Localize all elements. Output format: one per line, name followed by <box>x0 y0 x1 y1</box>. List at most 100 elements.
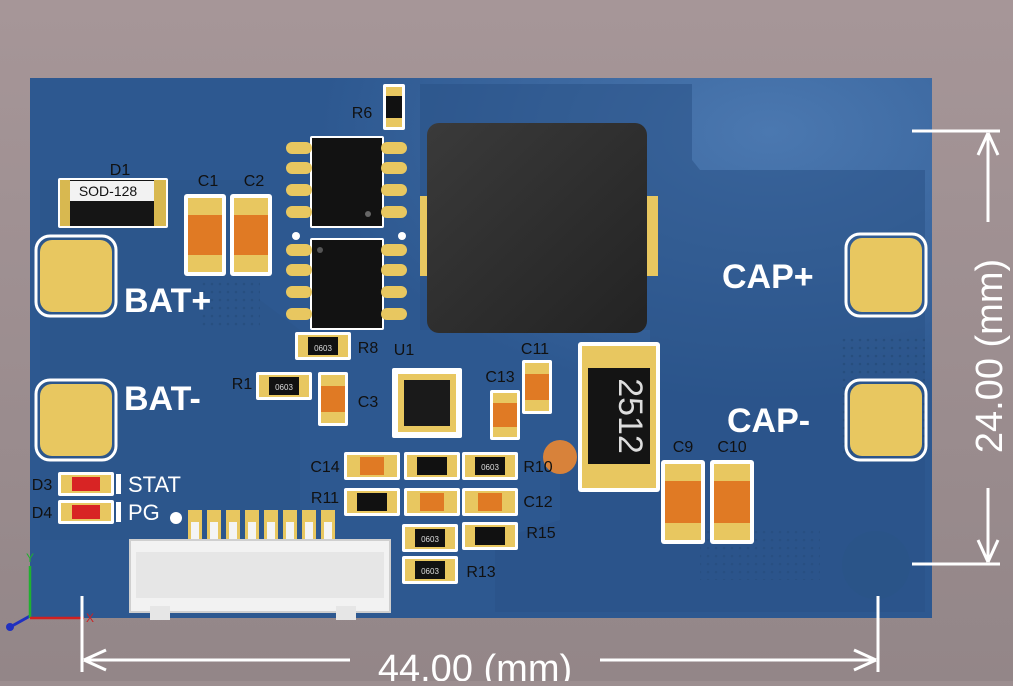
connector-pins <box>188 510 335 544</box>
ic-pin <box>286 162 312 174</box>
d3-label: D3 <box>32 477 53 494</box>
ic-pin <box>286 286 312 298</box>
c13-label: C13 <box>485 369 514 386</box>
c10-capacitor <box>710 460 754 544</box>
bat-plus-pad <box>34 234 118 318</box>
d1-package-label: SOD-128 <box>79 183 138 199</box>
ic-pin <box>381 206 407 218</box>
c11-label: C11 <box>521 341 549 358</box>
c3-label: C3 <box>358 394 379 411</box>
connector-pin <box>248 522 256 544</box>
c11-capacitor <box>522 360 552 414</box>
c12-capacitor <box>462 488 518 516</box>
resistor-0603 <box>404 452 460 480</box>
r15-resistor <box>462 522 518 550</box>
d4-led <box>58 500 114 524</box>
d4-label: D4 <box>32 505 53 522</box>
ic-pin <box>381 308 407 320</box>
c1-label: C1 <box>198 173 219 190</box>
stat-label: STAT <box>128 472 181 497</box>
c9-label: C9 <box>673 439 694 456</box>
resistor-marking: 0603 <box>421 535 439 544</box>
test-point <box>543 440 577 474</box>
mosfet-ic-upper <box>310 136 384 228</box>
y-axis-label: Y <box>26 551 34 565</box>
cap-plus-label: CAP+ <box>722 258 814 296</box>
cap-minus-pad <box>844 378 928 462</box>
r1-label: R1 <box>232 376 253 393</box>
connector-pin <box>286 522 294 544</box>
r15-label: R15 <box>526 525 555 542</box>
ic-pin <box>381 286 407 298</box>
bat-minus-label: BAT- <box>124 380 201 418</box>
c9-capacitor <box>661 460 705 544</box>
r10-label: R10 <box>523 459 552 476</box>
r11-label: R11 <box>311 490 339 507</box>
bat-plus-label: BAT+ <box>124 282 211 320</box>
r13-resistor <box>402 556 458 584</box>
ic-pins <box>286 142 407 320</box>
c2-label: C2 <box>244 173 265 190</box>
c12-label: C12 <box>523 494 552 511</box>
u1-ic <box>392 368 462 438</box>
ic-pin <box>381 244 407 256</box>
d1-diode <box>58 178 168 228</box>
pin1-dot <box>292 232 300 240</box>
r6-label: R6 <box>352 105 373 122</box>
c2-capacitor <box>230 194 272 276</box>
pin1-marker <box>170 512 182 524</box>
height-dimension <box>912 129 1000 566</box>
r11-resistor <box>344 488 400 516</box>
r13-label: R13 <box>466 564 495 581</box>
mounting-hole <box>842 531 910 599</box>
silk-mark <box>116 474 121 494</box>
c14-label: C14 <box>310 459 339 476</box>
d3-led <box>58 472 114 496</box>
x-axis-label: X <box>86 611 94 625</box>
cap-minus-label: CAP- <box>727 402 810 440</box>
capacitor-0603 <box>404 488 460 516</box>
ic-pin <box>286 142 312 154</box>
connector-pin <box>267 522 275 544</box>
wire-connector <box>129 539 391 620</box>
r8-marking: 0603 <box>314 344 332 353</box>
connector-pin <box>210 522 218 544</box>
silk-mark <box>116 502 121 522</box>
c3-capacitor <box>318 372 348 426</box>
ic-pin <box>286 184 312 196</box>
shunt-resistor-2512 <box>578 342 660 492</box>
c1-capacitor <box>184 194 226 276</box>
via-field <box>200 280 260 330</box>
r1-resistor <box>256 372 312 400</box>
cap-plus-pad <box>844 232 928 318</box>
r8-resistor <box>295 332 351 360</box>
ic-pin <box>381 162 407 174</box>
r10-marking: 0603 <box>481 463 499 472</box>
ic-pin <box>381 264 407 276</box>
width-dimension <box>80 596 880 672</box>
d1-label: D1 <box>110 162 131 179</box>
c10-label: C10 <box>717 439 746 456</box>
power-inductor <box>420 123 658 333</box>
connector-pin <box>191 522 199 544</box>
r1-marking: 0603 <box>275 383 293 392</box>
r13-marking: 0603 <box>421 567 439 576</box>
shunt-marking: 2512 <box>611 378 649 454</box>
ic-pin <box>381 184 407 196</box>
c14-capacitor <box>344 452 400 480</box>
pg-label: PG <box>128 500 160 525</box>
height-dimension-label: 24.00 (mm) <box>969 259 1011 453</box>
ic-pin <box>286 308 312 320</box>
connector-pin <box>229 522 237 544</box>
ic-pin <box>381 142 407 154</box>
resistor-0603-b <box>402 524 458 552</box>
connector-pin <box>324 522 332 544</box>
r10-resistor <box>462 452 518 480</box>
c13-capacitor <box>490 390 520 440</box>
ic-pin <box>286 206 312 218</box>
bat-minus-pad <box>34 378 118 462</box>
r6-resistor <box>383 84 405 130</box>
ic-pin <box>286 244 312 256</box>
